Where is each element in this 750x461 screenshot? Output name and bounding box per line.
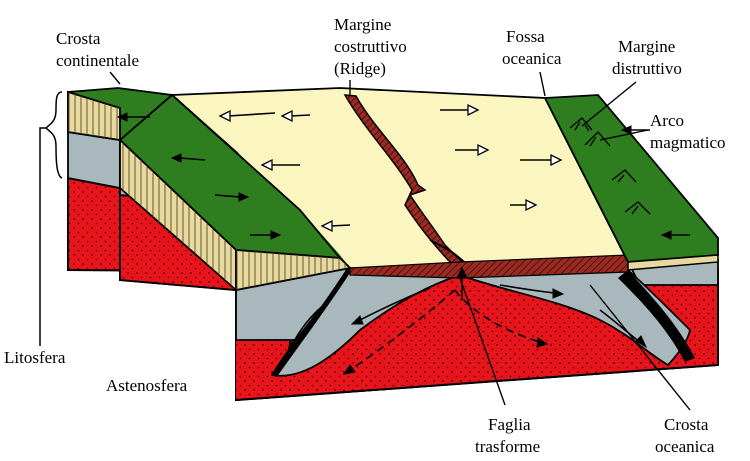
continental-crust-right [543,94,719,271]
svg-text:Margine: Margine [334,15,391,34]
continent-arrows [116,112,690,240]
label-arco-magmatico: Arco magmatico [650,111,726,152]
litosfera-brace [39,91,63,346]
svg-text:costruttivo: costruttivo [334,37,407,56]
svg-text:Crosta: Crosta [56,29,101,48]
svg-text:oceanica: oceanica [655,437,715,456]
label-crosta-continentale: Crosta continentale [56,29,139,70]
label-litosfera: Litosfera [4,348,66,367]
svg-text:distruttivo: distruttivo [612,59,682,78]
label-crosta-oceanica: Crosta oceanica [655,415,715,456]
svg-text:Arco: Arco [650,111,684,130]
leader-lines [109,71,691,411]
svg-text:Margine: Margine [618,37,675,56]
label-margine-distruttivo: Margine distruttivo [612,37,682,78]
svg-text:(Ridge): (Ridge) [334,59,386,78]
continental-crust-left [67,87,352,292]
subducting-slab-right [459,269,695,367]
label-margine-costruttivo: Margine costruttivo (Ridge) [334,15,407,78]
label-faglia-trasforme: Faglia trasforme [475,415,540,456]
svg-text:continentale: continentale [56,51,139,70]
svg-text:magmatico: magmatico [650,133,726,152]
volcano-icons [569,117,651,215]
svg-text:Faglia: Faglia [488,415,531,434]
slab-edge-left [272,266,353,377]
svg-text:Fossa: Fossa [506,27,545,46]
svg-text:oceanica: oceanica [502,49,562,68]
ocean-floor-arrows [218,103,563,233]
svg-text:Crosta: Crosta [664,415,709,434]
label-fossa-oceanica: Fossa oceanica [502,27,562,68]
mantle-flow-arrows [287,266,648,375]
svg-text:trasforme: trasforme [475,437,540,456]
ridge-margin [343,94,629,279]
label-astenosfera: Astenosfera [106,376,188,395]
